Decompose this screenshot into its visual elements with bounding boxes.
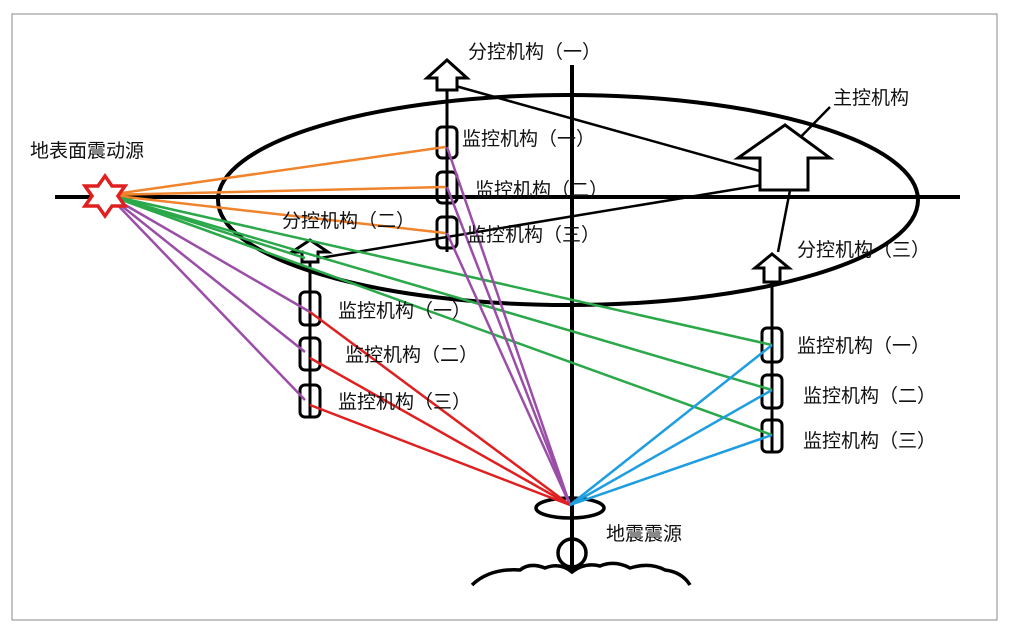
monitor-1-3-label: 监控机构（三）: [467, 224, 600, 246]
surface-source-label: 地表面震动源: [30, 140, 144, 162]
monitor-2-2-label: 监控机构（二）: [345, 344, 478, 366]
monitor-3-2-label: 监控机构（二）: [803, 385, 936, 407]
monitor-1-2-label: 监控机构（二）: [475, 179, 608, 201]
sub-control-2-arrow-icon: [287, 238, 333, 264]
sub-control-1-arrow-icon: [423, 57, 471, 92]
monitor-3-1-label: 监控机构（一）: [797, 335, 930, 357]
monitor-1-1-label: 监控机构（一）: [462, 128, 595, 150]
surface-source-star-icon: [81, 172, 129, 220]
quake-source-label: 地震震源: [606, 523, 682, 545]
sub-control-3-arrow-icon: [750, 252, 794, 284]
ground-ellipse: [216, 93, 920, 307]
sub-control-1-label: 分控机构（一）: [468, 41, 601, 63]
main-control-label: 主控机构: [833, 87, 909, 109]
quake-source-ring: [534, 496, 606, 520]
sub-control-2-label: 分控机构（二）: [282, 210, 415, 232]
main-control-arrow-icon: [733, 123, 835, 192]
cloud-icon: [470, 561, 692, 587]
monitor-3-3-label: 监控机构（三）: [803, 430, 936, 452]
monitor-2-3-label: 监控机构（三）: [338, 391, 471, 413]
quake-source-circle: [556, 537, 588, 569]
sub-control-3-label: 分控机构（三）: [797, 239, 930, 261]
monitor-boxes: [298, 125, 784, 454]
frame: [11, 13, 998, 621]
quake-signal-lines: [309, 146, 773, 507]
surface-signal-lines: [107, 145, 773, 437]
monitor-2-1-label: 监控机构（一）: [338, 300, 471, 322]
